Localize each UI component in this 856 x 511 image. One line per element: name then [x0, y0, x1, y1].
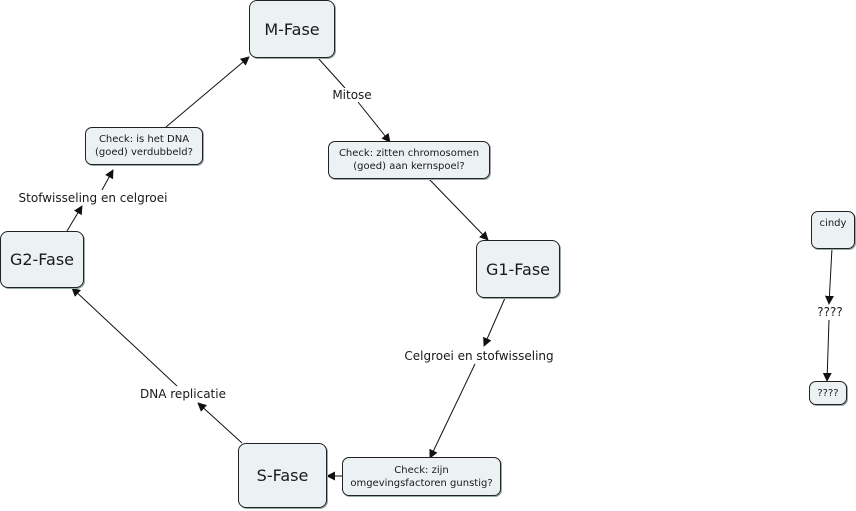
concept-m-fase[interactable]: M-Fase [249, 0, 335, 58]
link-dna-replicatie[interactable]: DNA replicatie [138, 387, 228, 401]
concept-cindy-label: cindy [819, 218, 847, 229]
edge-check-chromosomen-g1 [427, 177, 489, 241]
concept-g1-fase[interactable]: G1-Fase [476, 240, 560, 298]
edge-mitose-check-chromosomen [357, 101, 391, 143]
edge-sfase-dna-replicatie [197, 402, 243, 444]
concept-check-chromosomen[interactable]: Check: zitten chromosomen (goed) aan ker… [328, 141, 490, 179]
edge-celgroei-check-omgeving [429, 363, 476, 459]
edge-cindy-unknown-link [824, 247, 834, 305]
edge-mfase-mitose [317, 57, 346, 89]
edge-g1-celgroei [483, 297, 506, 347]
concept-m-fase-label: M-Fase [264, 19, 320, 39]
edge-dna-replicatie-g2 [71, 287, 178, 387]
concept-unknown-target[interactable]: ???? [809, 381, 847, 405]
concept-g2-fase[interactable]: G2-Fase [0, 231, 84, 288]
concept-g1-fase-label: G1-Fase [485, 259, 551, 279]
concept-check-omgeving[interactable]: Check: zijn omgevingsfactoren gunstig? [342, 457, 501, 496]
concept-s-fase[interactable]: S-Fase [238, 443, 327, 508]
link-stofwisseling-celgroei[interactable]: Stofwisseling en celgroei [16, 191, 170, 205]
concept-check-chromosomen-label: Check: zitten chromosomen (goed) aan ker… [338, 148, 480, 172]
concept-check-dna-label: Check: is het DNA (goed) verdubbeld? [95, 134, 193, 158]
concept-check-dna[interactable]: Check: is het DNA (goed) verdubbeld? [85, 127, 203, 165]
link-unknown[interactable]: ???? [815, 305, 845, 319]
edge-unknown-link-target [822, 319, 832, 382]
edge-g2-stofwisseling [66, 205, 83, 232]
edge-stofwisseling-check-dna [101, 169, 114, 191]
concept-unknown-target-label: ???? [817, 387, 839, 399]
link-mitose[interactable]: Mitose [330, 88, 374, 102]
edge-check-dna-mfase [165, 56, 250, 128]
concept-s-fase-label: S-Fase [256, 466, 309, 485]
concept-cindy[interactable]: cindy [811, 211, 855, 249]
link-celgroei-stofwisseling[interactable]: Celgroei en stofwisseling [402, 349, 556, 363]
concept-check-omgeving-label: Check: zijn omgevingsfactoren gunstig? [350, 464, 493, 489]
concept-g2-fase-label: G2-Fase [9, 250, 75, 269]
